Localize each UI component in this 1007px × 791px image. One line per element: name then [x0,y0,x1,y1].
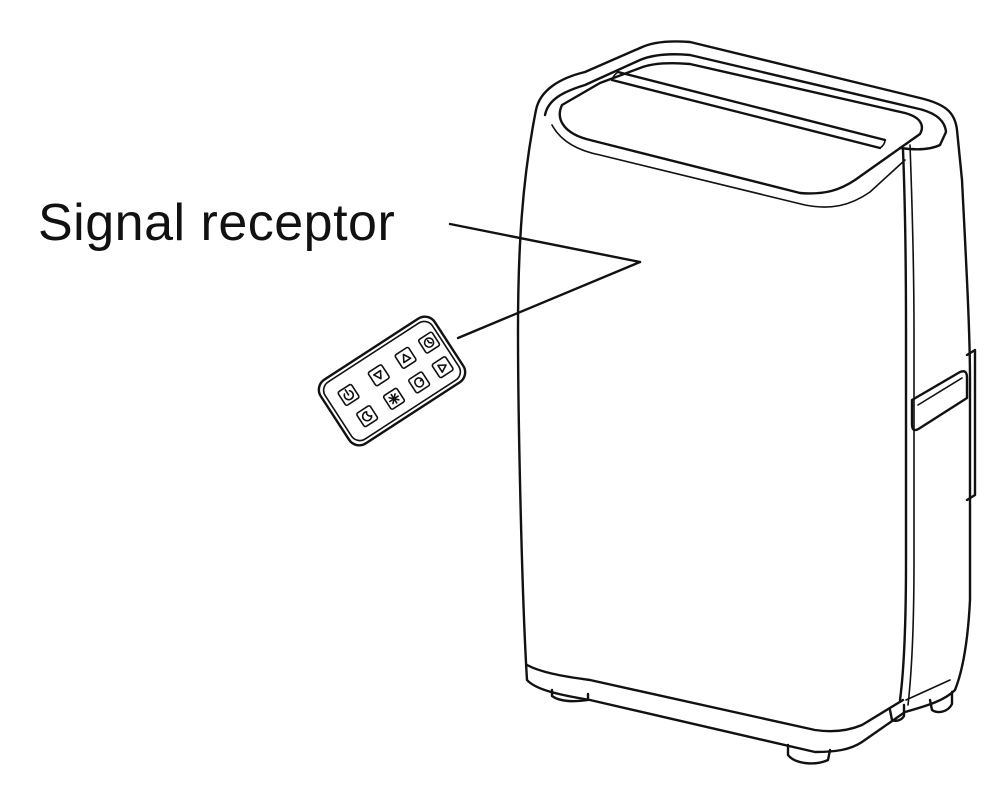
leader-line-to-remote [456,260,642,340]
swing-button-icon [408,371,431,394]
air-conditioner-unit [516,40,977,765]
remote-control [317,315,467,447]
wheel-side [888,703,906,722]
top-slot-lower [610,78,882,150]
corner-edge [898,148,908,702]
power-button-icon [337,383,360,406]
wheel-front-right [786,743,832,765]
signal-receptor-label: Signal receptor [38,194,396,252]
remote-body [317,315,467,447]
fan-button-icon [382,387,406,410]
side-vent-bar [965,348,977,502]
wheel-back-right [928,690,954,714]
top-rim [543,53,948,151]
down-arrow-button-icon [367,364,390,387]
wheel-front-left [550,688,590,703]
leader-lines [448,222,642,340]
base-band [525,663,905,733]
right-arrow-button-icon [431,356,454,379]
leader-line-from-label [448,222,642,264]
side-handle [910,370,969,432]
top-panel [558,62,924,195]
top-panel-bevel [551,124,906,208]
sleep-button-icon [356,405,379,428]
timer-button-icon [417,331,441,354]
up-arrow-button-icon [394,346,417,369]
unit-body-outline [516,40,972,754]
top-slot-upper [616,70,887,142]
